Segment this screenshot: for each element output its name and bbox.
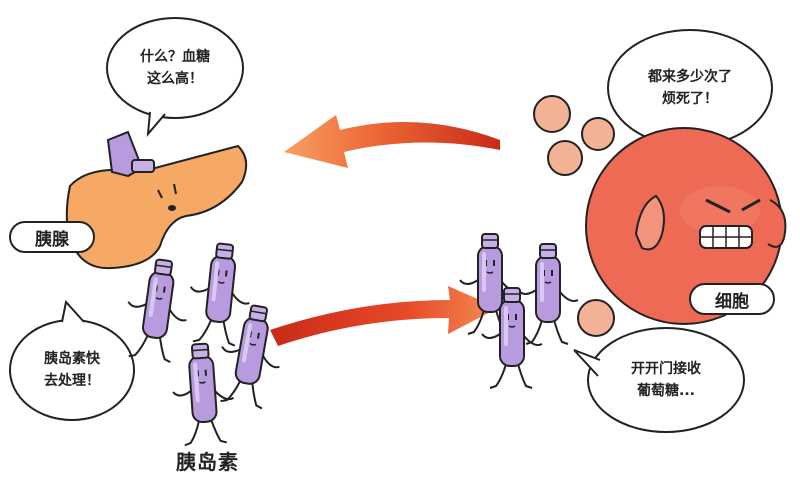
insulin-label: 胰岛素 (176, 450, 239, 474)
insulin-character (517, 243, 579, 345)
arrow-to-pancreas (284, 115, 500, 168)
receptor-speech-text: 开开门接收 葡萄糖... (604, 358, 728, 402)
insulin-character (168, 340, 238, 447)
insulin-character (119, 255, 196, 365)
insulin-speech-text: 胰岛素快 去处理！ (22, 348, 122, 392)
pancreas-speech-text: 什么？血糖 这么高！ (120, 46, 230, 90)
glucose-molecule (581, 117, 615, 151)
pancreas (65, 130, 248, 270)
pancreas-label-pill (9, 221, 95, 253)
receptor-speech-line2: 葡萄糖... (637, 383, 695, 399)
receptor-speech-line1: 开开门接收 (631, 361, 701, 377)
pancreas-speech-bubble (106, 17, 244, 119)
cell (585, 127, 787, 325)
receptor-speech-bubble (587, 327, 745, 433)
cell-speech-line2: 烦死了！ (662, 91, 718, 107)
insulin-speech-line2: 去处理！ (44, 373, 100, 389)
glucose-molecule (547, 140, 583, 176)
pancreas-speech-line1: 什么？血糖 (140, 49, 210, 65)
pancreas-speech-line2: 这么高！ (147, 71, 203, 87)
glucose-molecule (577, 299, 615, 337)
cell-label: 细胞 (715, 291, 749, 312)
cell-speech-text: 都来多少次了 烦死了！ (620, 66, 760, 110)
cell-speech-line1: 都来多少次了 (648, 69, 732, 85)
cell-label-pill (689, 283, 775, 315)
arrow-to-cell (270, 286, 498, 346)
pancreas-label: 胰腺 (35, 229, 69, 250)
insulin-speech-line1: 胰岛素快 (44, 351, 100, 367)
glucose-molecule (533, 95, 571, 133)
